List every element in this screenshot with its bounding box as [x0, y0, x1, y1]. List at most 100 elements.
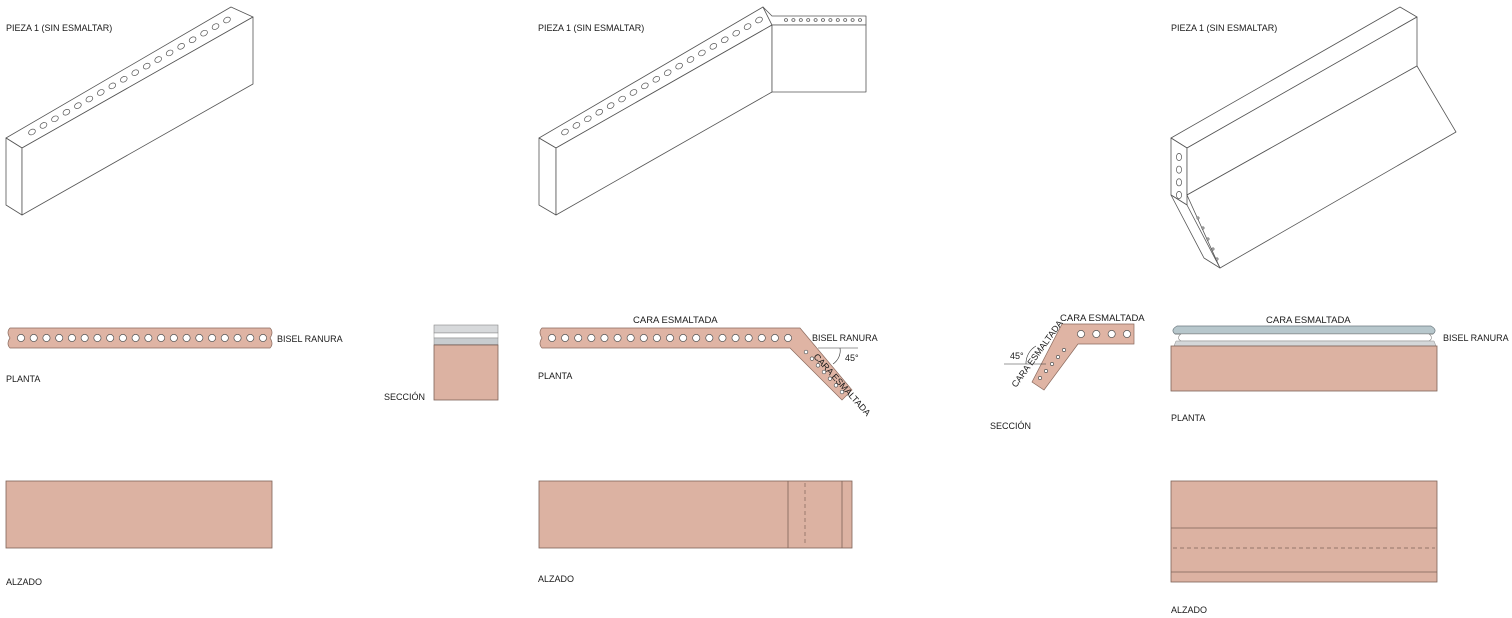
alzado-label-3: ALZADO [1171, 605, 1207, 615]
hole [233, 334, 242, 342]
hole [1077, 330, 1085, 338]
planta-label-3: PLANTA [1171, 413, 1205, 423]
hole [208, 334, 217, 342]
hole [843, 18, 848, 22]
hole [561, 128, 569, 136]
hole [74, 102, 82, 109]
hole [144, 334, 153, 342]
hole [813, 18, 818, 22]
hole [803, 349, 809, 355]
hole [1211, 247, 1215, 251]
seccion-label-2: SECCIÓN [990, 421, 1031, 431]
hole [850, 18, 855, 22]
hole [1206, 237, 1210, 241]
hole [17, 334, 25, 342]
hole [666, 334, 674, 342]
hole [1050, 362, 1054, 366]
hole [108, 82, 117, 90]
hole [246, 334, 255, 342]
hole [1062, 348, 1066, 352]
cara-label-4: CARA ESMALTADA [1266, 315, 1351, 326]
hole [784, 334, 792, 342]
pieza-label-3: PIEZA 1 (SIN ESMALTAR) [1171, 23, 1277, 33]
alzado-label-1: ALZADO [6, 577, 42, 587]
hole [757, 334, 766, 342]
hole [652, 76, 661, 83]
hole [743, 23, 752, 30]
hole [639, 334, 648, 342]
hole [211, 23, 220, 30]
pieza-label-1: PIEZA 1 (SIN ESMALTAR) [6, 23, 112, 33]
hole [169, 334, 178, 342]
plan-holes-diagonal [803, 349, 845, 395]
hole [663, 69, 672, 76]
hole [1176, 191, 1182, 199]
hole [686, 56, 695, 63]
hole [584, 115, 592, 123]
plan-view-straight: BISEL RANURA PLANTA [6, 327, 343, 384]
hole [97, 89, 105, 96]
hole [679, 334, 688, 342]
hole [165, 49, 174, 57]
iso-view-straight [5, 6, 254, 216]
hole [39, 122, 48, 129]
hole [1215, 257, 1219, 261]
hole [839, 389, 845, 395]
angle-label-3: 45° [1010, 351, 1024, 361]
hole [55, 334, 64, 342]
hole [1123, 330, 1131, 338]
hole [259, 334, 267, 342]
elevation-view-glazed: ALZADO [1170, 480, 1438, 615]
hole [692, 334, 701, 342]
hole [1176, 165, 1182, 174]
hole [705, 334, 714, 342]
section-view-corner: CARA ESMALTADA CARA ESMALTADA 45° SECCIÓ… [990, 313, 1145, 431]
hole [142, 62, 151, 70]
hole [732, 29, 740, 37]
bisel-label-1: BISEL RANURA [277, 334, 343, 344]
hole [29, 334, 38, 342]
hole [131, 69, 139, 76]
iso-holes-row [28, 16, 231, 136]
plan-holes-row [17, 334, 267, 342]
hole [629, 89, 638, 96]
hole [154, 56, 162, 63]
hole [755, 16, 763, 24]
iso-holes-edge [1176, 153, 1219, 261]
hole [821, 369, 827, 375]
hole [62, 109, 71, 116]
hole [93, 334, 102, 342]
hole [67, 334, 76, 342]
plan-view-corner: CARA ESMALTADA BISEL RANURA CARA ESMALTA… [538, 315, 878, 418]
hole [195, 334, 204, 342]
iso-holes-top-row [784, 18, 862, 22]
hole [51, 115, 59, 123]
hole [1201, 226, 1205, 230]
planta-label-2: PLANTA [538, 371, 572, 381]
hole [675, 62, 683, 70]
hole [200, 29, 208, 37]
hole [1176, 153, 1182, 161]
hole [85, 95, 94, 103]
column-piece-glazed-face: PIEZA 1 (SIN ESMALTAR) CARA ESMALTADA BI… [1170, 6, 1509, 615]
elevation-view-straight: ALZADO [5, 480, 273, 587]
plan-holes-row [548, 334, 792, 342]
hole [1038, 376, 1042, 380]
hole [835, 18, 840, 22]
hole [106, 334, 115, 342]
hole [718, 334, 727, 342]
hole [157, 334, 166, 342]
hole [770, 334, 779, 342]
hole [744, 334, 753, 342]
alzado-label-2: ALZADO [538, 574, 574, 584]
hole [798, 18, 803, 22]
bisel-label-3: BISEL RANURA [1443, 333, 1509, 343]
elevation-view-corner: ALZADO [538, 480, 853, 584]
hole [1092, 330, 1101, 338]
hole [561, 334, 570, 342]
hole [613, 334, 622, 342]
hole [80, 334, 89, 342]
hole [815, 363, 821, 368]
hole [188, 36, 197, 43]
hole [791, 18, 796, 22]
